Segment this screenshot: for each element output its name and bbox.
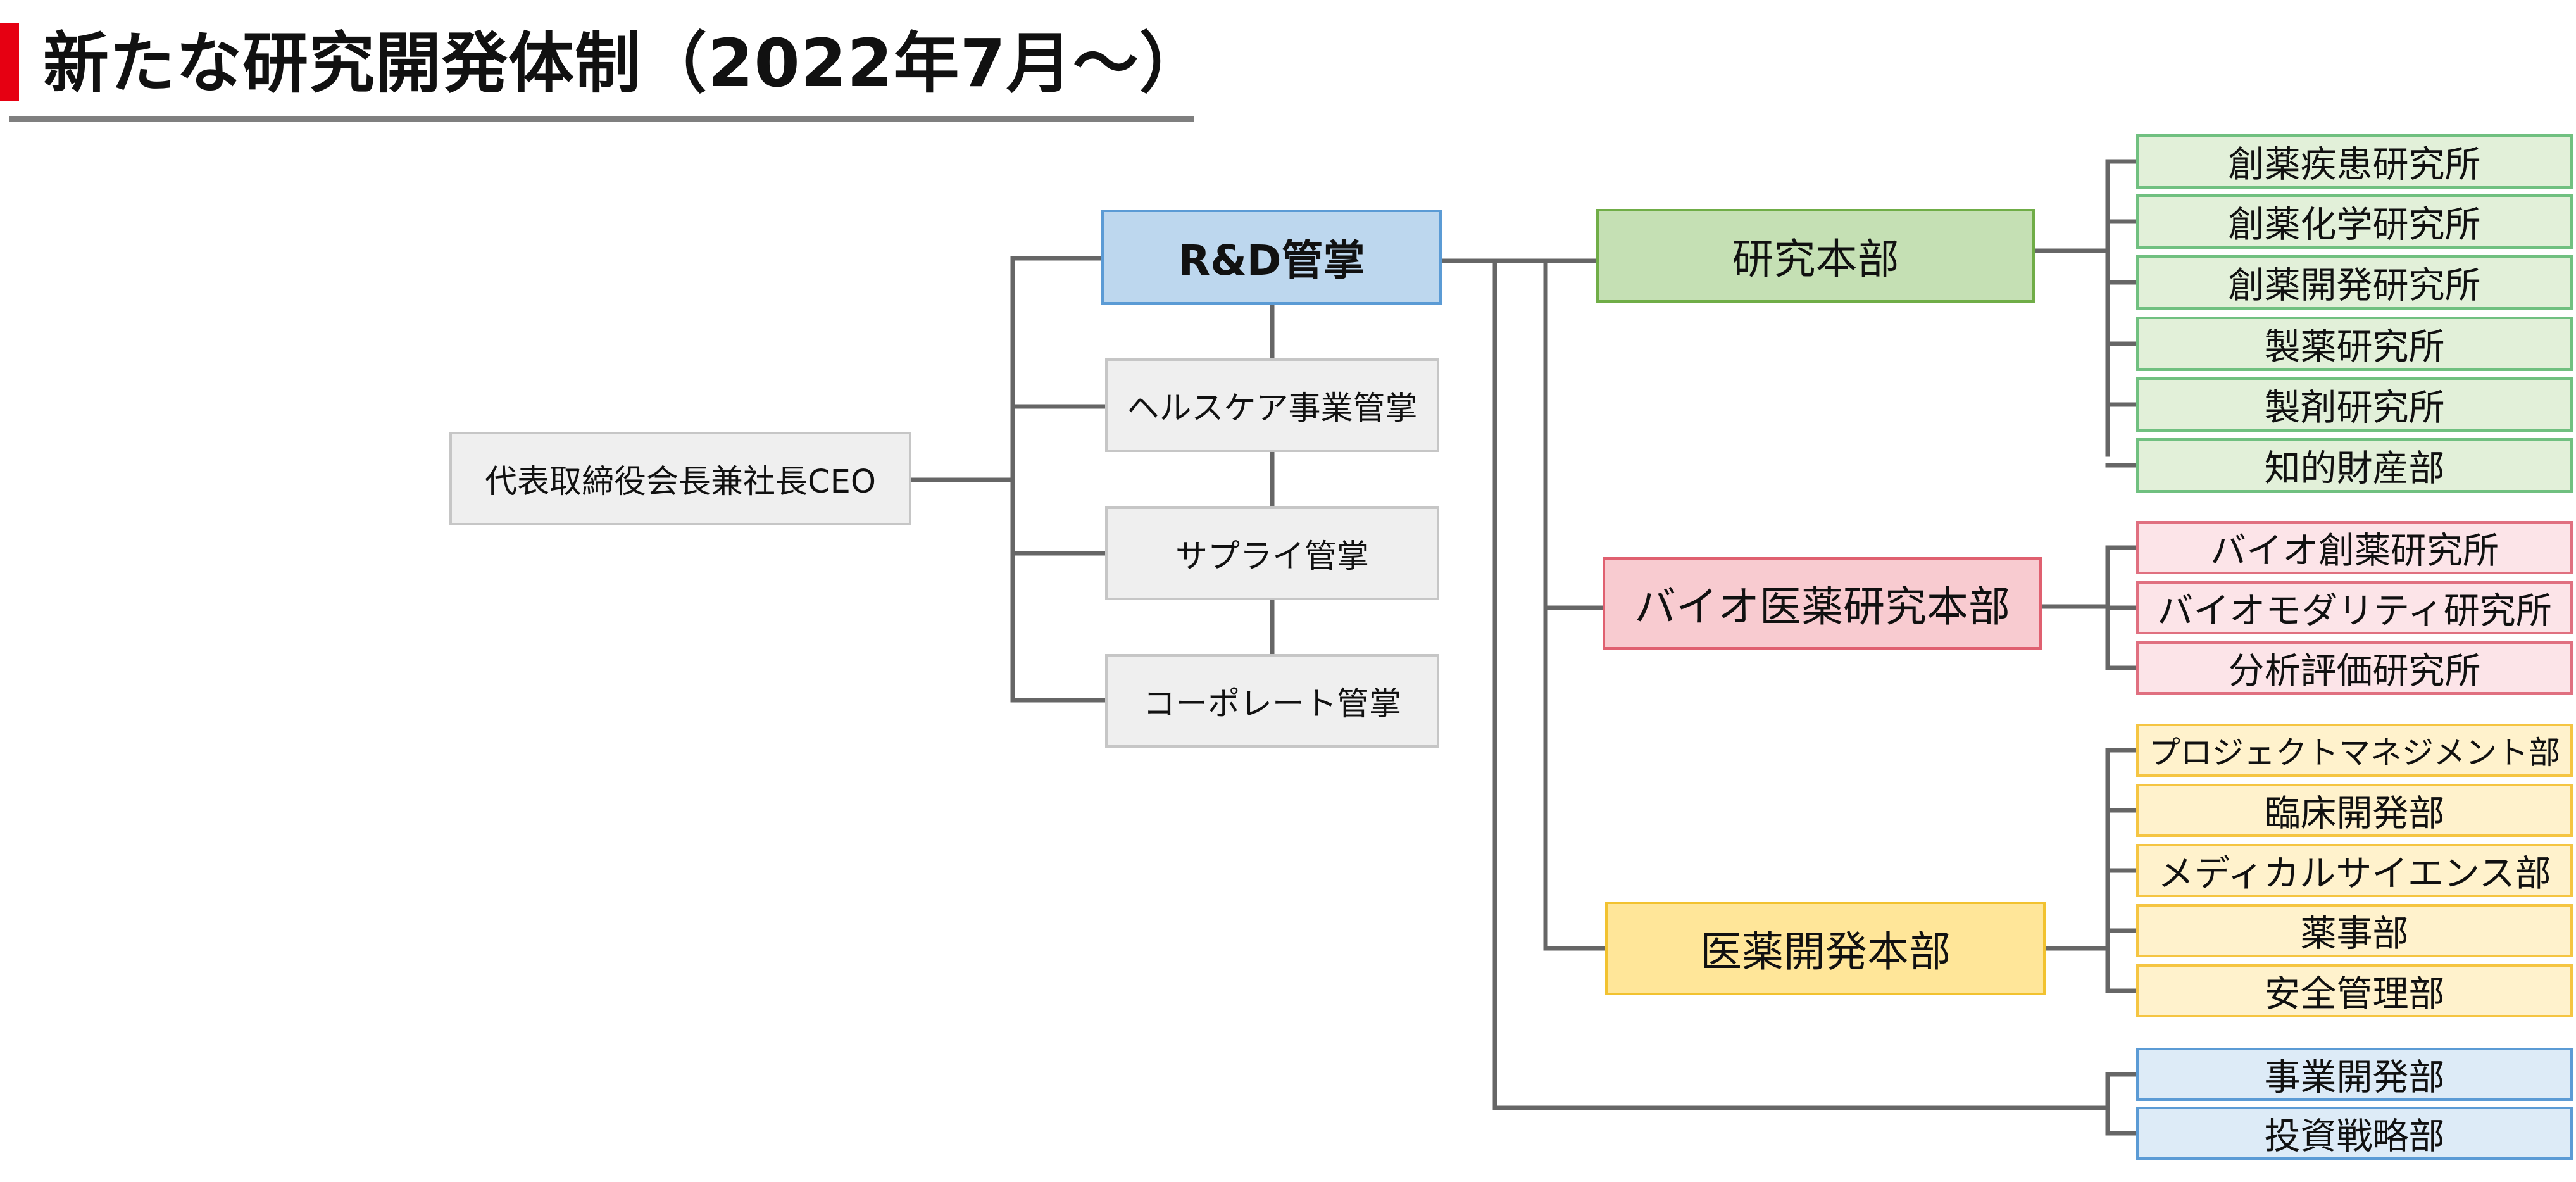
- dev-unit: 臨床開発部: [2136, 784, 2573, 837]
- connector-bio-ticks: [2105, 545, 2139, 670]
- research-unit: 製剤研究所: [2136, 377, 2573, 432]
- connector-dev-ticks: [2105, 748, 2139, 993]
- connector-direct-bus: [1492, 258, 2110, 1110]
- rd-box: R&D管掌: [1101, 210, 1442, 305]
- title-underline: [9, 116, 1194, 122]
- dev-unit: 薬事部: [2136, 904, 2573, 957]
- business-unit: 事業開発部: [2136, 1048, 2573, 1101]
- dev-unit: 安全管理部: [2136, 964, 2573, 1017]
- ceo-box: 代表取締役会長兼社長CEO: [449, 432, 911, 525]
- research-unit: 製薬研究所: [2136, 317, 2573, 371]
- connector-direct-ticks: [2105, 1072, 2139, 1136]
- title-accent-bar: [0, 23, 19, 101]
- dev-unit: メディカルサイエンス部: [2136, 844, 2573, 897]
- corporate-box: コーポレート管掌: [1105, 654, 1439, 748]
- research-unit: 創薬疾患研究所: [2136, 134, 2573, 189]
- research-unit: 創薬開発研究所: [2136, 255, 2573, 310]
- supply-box: サプライ管掌: [1105, 506, 1439, 600]
- research-unit: 創薬化学研究所: [2136, 194, 2573, 249]
- healthcare-box: ヘルスケア事業管掌: [1105, 358, 1439, 452]
- dev-hq-box: 医薬開発本部: [1605, 902, 2046, 995]
- business-unit: 投資戦略部: [2136, 1107, 2573, 1160]
- research-hq-box: 研究本部: [1596, 209, 2035, 303]
- bio-unit: バイオモダリティ研究所: [2136, 581, 2573, 634]
- bio-hq-box: バイオ医薬研究本部: [1603, 557, 2042, 650]
- page-title: 新たな研究開発体制（2022年7月～）: [43, 25, 1206, 102]
- connector-research-ticks: [2105, 159, 2139, 468]
- bio-unit: 分析評価研究所: [2136, 641, 2573, 695]
- dev-unit: プロジェクトマネジメント部: [2136, 724, 2573, 777]
- bio-unit: バイオ創薬研究所: [2136, 521, 2573, 574]
- research-unit: 知的財産部: [2136, 438, 2573, 493]
